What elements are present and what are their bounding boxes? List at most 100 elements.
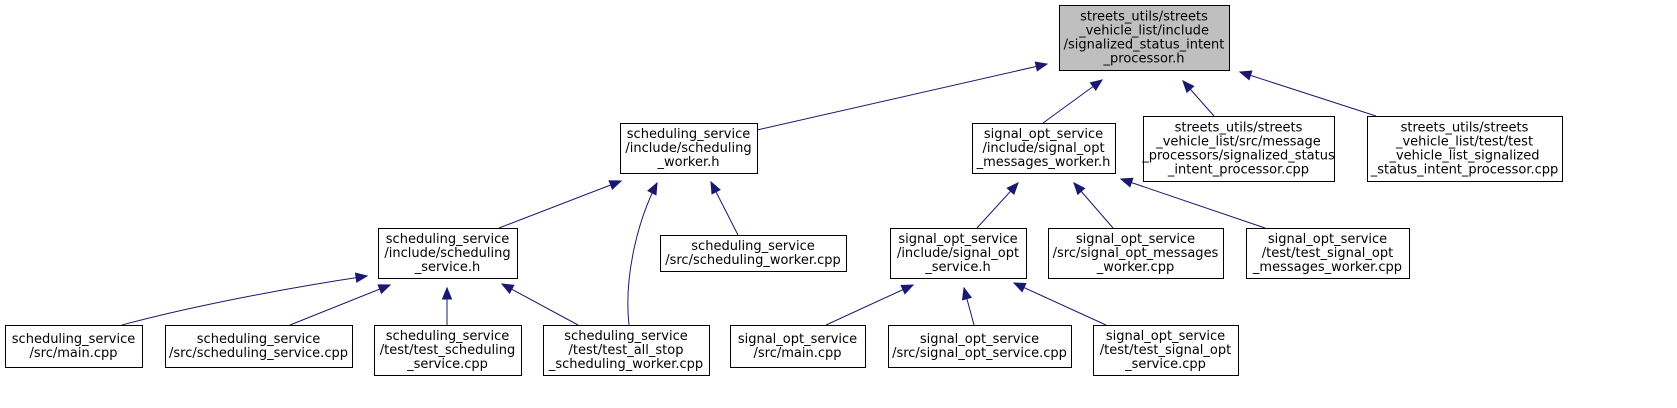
node-sched_main_cpp[interactable]: scheduling_service/src/main.cpp	[5, 325, 143, 368]
node-sched_worker_h[interactable]: scheduling_service/include/scheduling_wo…	[620, 123, 758, 174]
node-sigopt_msg_worker_h[interactable]: signal_opt_service/include/signal_opt_me…	[972, 123, 1116, 174]
node-label-line: _vehicle_list/include	[1078, 24, 1209, 39]
node-test_sched_cpp[interactable]: scheduling_service/test/test_scheduling_…	[374, 325, 522, 376]
node-label-line: signal_opt_service	[920, 332, 1039, 347]
node-label-line: _service.h	[414, 260, 480, 275]
edge-sched_service_cpp-to-sched_service_h	[289, 284, 392, 326]
node-label-line: /test/test_scheduling	[380, 343, 516, 358]
arrowhead-icon	[1182, 80, 1195, 94]
edge-sigopt_service_h-to-sigopt_msg_worker_h	[976, 182, 1019, 229]
nodes-layer: streets_utils/streets_vehicle_list/inclu…	[5, 5, 1563, 376]
node-box	[378, 228, 518, 279]
node-label-line: /include/signal_opt	[982, 141, 1104, 156]
edge-line	[756, 63, 1048, 131]
node-box	[1246, 228, 1410, 279]
node-sched_worker_cpp[interactable]: scheduling_service/src/scheduling_worker…	[660, 235, 847, 272]
edge-line	[1239, 71, 1377, 117]
edge-sched_service_h-to-sched_worker_h	[498, 180, 623, 229]
node-box	[543, 325, 710, 376]
edge-msg_proc_cpp-to-root	[1182, 80, 1215, 117]
node-sched_service_h[interactable]: scheduling_service/include/scheduling_se…	[378, 228, 518, 279]
edge-sigopt_main_cpp-to-sigopt_service_h	[825, 284, 915, 326]
node-label-line: scheduling_service	[627, 127, 750, 142]
arrowhead-icon	[1012, 282, 1027, 293]
edge-line	[1013, 282, 1107, 326]
edges-layer	[121, 61, 1377, 326]
node-sigopt_service_cpp[interactable]: signal_opt_service/src/signal_opt_servic…	[888, 325, 1072, 368]
node-label-line: _processors/signalized_status	[1141, 149, 1335, 164]
node-label-line: _service.cpp	[1124, 357, 1206, 372]
node-box	[972, 123, 1116, 174]
edge-line	[289, 284, 391, 326]
node-label-line: streets_utils/streets	[1080, 10, 1208, 25]
arrowhead-icon	[1089, 79, 1104, 92]
node-label-line: signal_opt_service	[984, 127, 1103, 142]
edge-test_vl_cpp-to-root	[1238, 70, 1377, 117]
edge-line	[1042, 79, 1103, 124]
arrowhead-icon	[608, 180, 623, 191]
node-label-line: _vehicle_list/src/message	[1155, 135, 1321, 150]
node-label-line: signal_opt_service	[1106, 329, 1225, 344]
node-label-line: /test/test_signal_opt	[1100, 343, 1231, 358]
node-test_all_stop_cpp[interactable]: scheduling_service/test/test_all_stop_sc…	[543, 325, 710, 376]
node-label-line: signal_opt_service	[898, 232, 1017, 247]
node-box	[1048, 228, 1224, 279]
node-box	[165, 325, 353, 368]
node-label-line: /src/signal_opt_service.cpp	[892, 346, 1067, 361]
node-sigopt_main_cpp[interactable]: signal_opt_service/src/main.cpp	[730, 325, 866, 368]
node-label-line: _intent_processor.cpp	[1167, 163, 1309, 178]
node-label-line: /src/scheduling_service.cpp	[169, 346, 348, 361]
node-label-line: /src/main.cpp	[753, 346, 841, 361]
arrowhead-icon	[961, 286, 973, 301]
arrowhead-icon	[1119, 177, 1134, 188]
node-label-line: scheduling_service	[386, 329, 509, 344]
node-label-line: signal_opt_service	[1268, 232, 1387, 247]
node-label-line: _messages_worker.h	[976, 155, 1111, 170]
node-box	[374, 325, 522, 376]
node-label-line: /include/signal_opt	[897, 246, 1019, 261]
node-label-line: /include/scheduling	[625, 141, 751, 156]
node-label-line: /test/test_signal_opt	[1262, 246, 1393, 261]
node-msg_proc_cpp[interactable]: streets_utils/streets_vehicle_list/src/m…	[1141, 116, 1335, 182]
arrowhead-icon	[1034, 61, 1049, 72]
edge-line	[627, 182, 658, 326]
node-label-line: /test/test_all_stop	[569, 343, 684, 358]
node-label-line: /src/main.cpp	[29, 346, 117, 361]
edge-test_all_stop_cpp-to-sched_worker_h	[627, 181, 658, 326]
node-label-line: scheduling_service	[386, 232, 509, 247]
node-label-line: _service.h	[924, 260, 990, 275]
node-label-line: _scheduling_worker.cpp	[548, 357, 703, 372]
edge-sigopt_msg_worker_cpp-to-sigopt_msg_worker_h	[1073, 182, 1114, 229]
node-label-line: _vehicle_list/test/test	[1395, 135, 1533, 150]
node-label-line: /src/signal_opt_messages	[1053, 246, 1219, 261]
arrowhead-icon	[1006, 182, 1019, 196]
node-sigopt_msg_worker_cpp[interactable]: signal_opt_service/src/signal_opt_messag…	[1048, 228, 1224, 279]
arrowhead-icon	[900, 284, 915, 295]
node-label-line: _processor.h	[1103, 52, 1185, 67]
arrowhead-icon	[1238, 70, 1253, 81]
node-test_sigopt_service_cpp[interactable]: signal_opt_service/test/test_signal_opt_…	[1093, 325, 1239, 376]
node-label-line: scheduling_service	[12, 332, 135, 347]
node-box	[1367, 116, 1563, 182]
node-box	[620, 123, 758, 174]
node-label-line: _vehicle_list_signalized	[1388, 149, 1539, 164]
node-label-line: scheduling_service	[197, 332, 320, 347]
node-label-line: /include/scheduling	[384, 246, 510, 261]
node-test_vl_cpp[interactable]: streets_utils/streets_vehicle_list/test/…	[1367, 116, 1563, 182]
edge-sched_main_cpp-to-sched_service_h	[121, 272, 369, 326]
node-label-line: signal_opt_service	[1076, 232, 1195, 247]
edge-test_sigopt_msg_cpp-to-sigopt_msg_worker_h	[1119, 177, 1266, 229]
edge-line	[1120, 178, 1266, 229]
edge-line	[121, 275, 368, 326]
node-box	[5, 325, 143, 368]
node-label-line: /signalized_status_intent	[1064, 38, 1225, 53]
node-sched_service_cpp[interactable]: scheduling_service/src/scheduling_servic…	[165, 325, 353, 368]
edge-sched_worker_cpp-to-sched_worker_h	[710, 180, 739, 236]
node-sigopt_service_h[interactable]: signal_opt_service/include/signal_opt_se…	[890, 228, 1027, 279]
node-root[interactable]: streets_utils/streets_vehicle_list/inclu…	[1059, 5, 1230, 71]
node-test_sigopt_msg_cpp[interactable]: signal_opt_service/test/test_signal_opt_…	[1246, 228, 1410, 279]
edge-sigopt_msg_worker_h-to-root	[1042, 79, 1104, 124]
node-box	[1143, 116, 1335, 182]
node-box	[730, 325, 866, 368]
